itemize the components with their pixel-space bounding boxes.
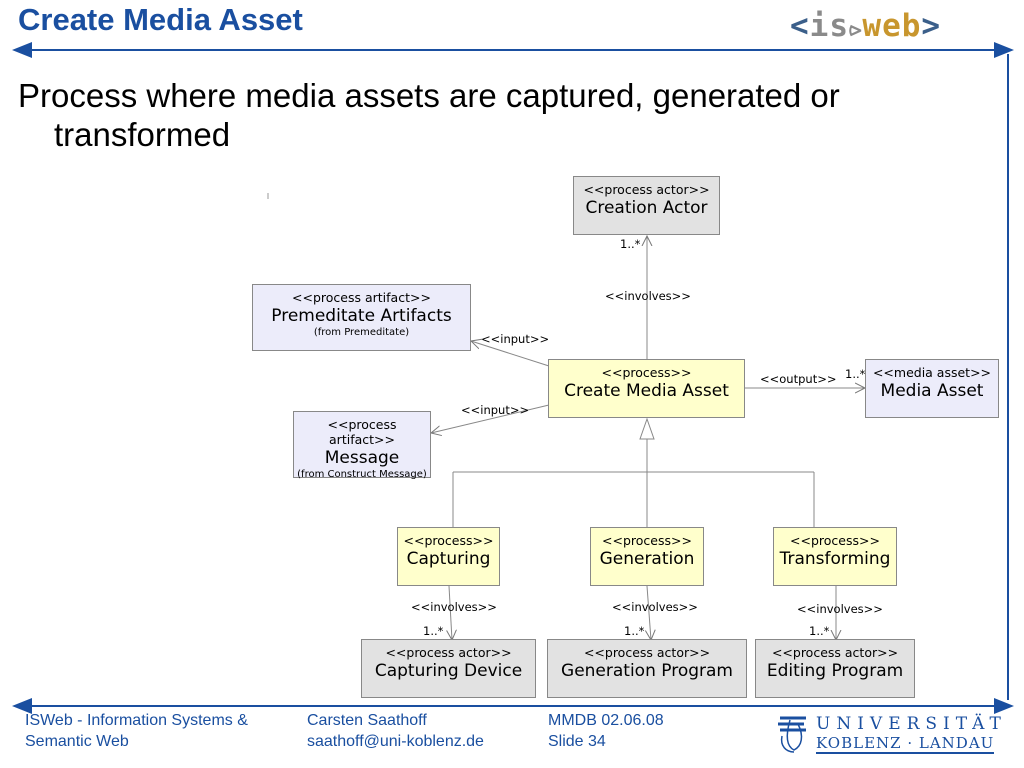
- node-create-media-asset: <<process>> Create Media Asset: [548, 359, 745, 418]
- multiplicity-label: 1..*: [620, 237, 641, 251]
- multiplicity-label: 1..*: [845, 367, 866, 381]
- node-creation-actor: <<process actor>> Creation Actor: [573, 176, 720, 235]
- slide-subtitle: Process where media assets are captured,…: [18, 77, 840, 153]
- node-generation: <<process>> Generation: [590, 527, 704, 586]
- involves-edge-capturing: [449, 585, 452, 640]
- node-generation-program: <<process actor>> Generation Program: [547, 639, 747, 698]
- node-media-asset: <<media asset>> Media Asset: [865, 359, 999, 418]
- edge-label-output: <<output>>: [760, 372, 837, 386]
- edge-label-involves: <<involves>>: [797, 602, 883, 616]
- node-message: <<process artifact>> Message (from Const…: [293, 411, 431, 480]
- input-edge-message: [431, 404, 550, 433]
- multiplicity-label: 1..*: [423, 624, 444, 638]
- edge-label-input: <<input>>: [481, 332, 550, 346]
- footer-course: MMDB 02.06.08 Slide 34: [548, 712, 664, 750]
- multiplicity-label: 1..*: [809, 624, 830, 638]
- node-editing-program: <<process actor>> Editing Program: [755, 639, 915, 698]
- edge-label-input: <<input>>: [461, 403, 530, 417]
- page-title: Create Media Asset: [18, 2, 303, 37]
- node-capturing-device: <<process actor>> Capturing Device: [361, 639, 536, 698]
- generalization-triangle: [639, 417, 655, 440]
- node-capturing: <<process>> Capturing: [397, 527, 500, 586]
- university-emblem-icon: [778, 716, 806, 753]
- involves-edge-generation: [647, 585, 651, 640]
- node-transforming: <<process>> Transforming: [773, 527, 897, 586]
- isweb-logo: <is⪧web>: [790, 8, 942, 44]
- edge-label-involves: <<involves>>: [605, 289, 691, 303]
- input-edge-premeditate: [471, 341, 550, 367]
- edge-label-involves: <<involves>>: [612, 600, 698, 614]
- node-premeditate-artifacts: <<process artifact>> Premeditate Artifac…: [252, 284, 471, 351]
- multiplicity-label: 1..*: [624, 624, 645, 638]
- footer-org: ISWeb - Information Systems & Semantic W…: [25, 712, 248, 750]
- edge-label-involves: <<involves>>: [411, 600, 497, 614]
- footer-author: Carsten Saathoff saathoff@uni-koblenz.de: [307, 712, 484, 750]
- share-icon: ⪧: [849, 17, 863, 42]
